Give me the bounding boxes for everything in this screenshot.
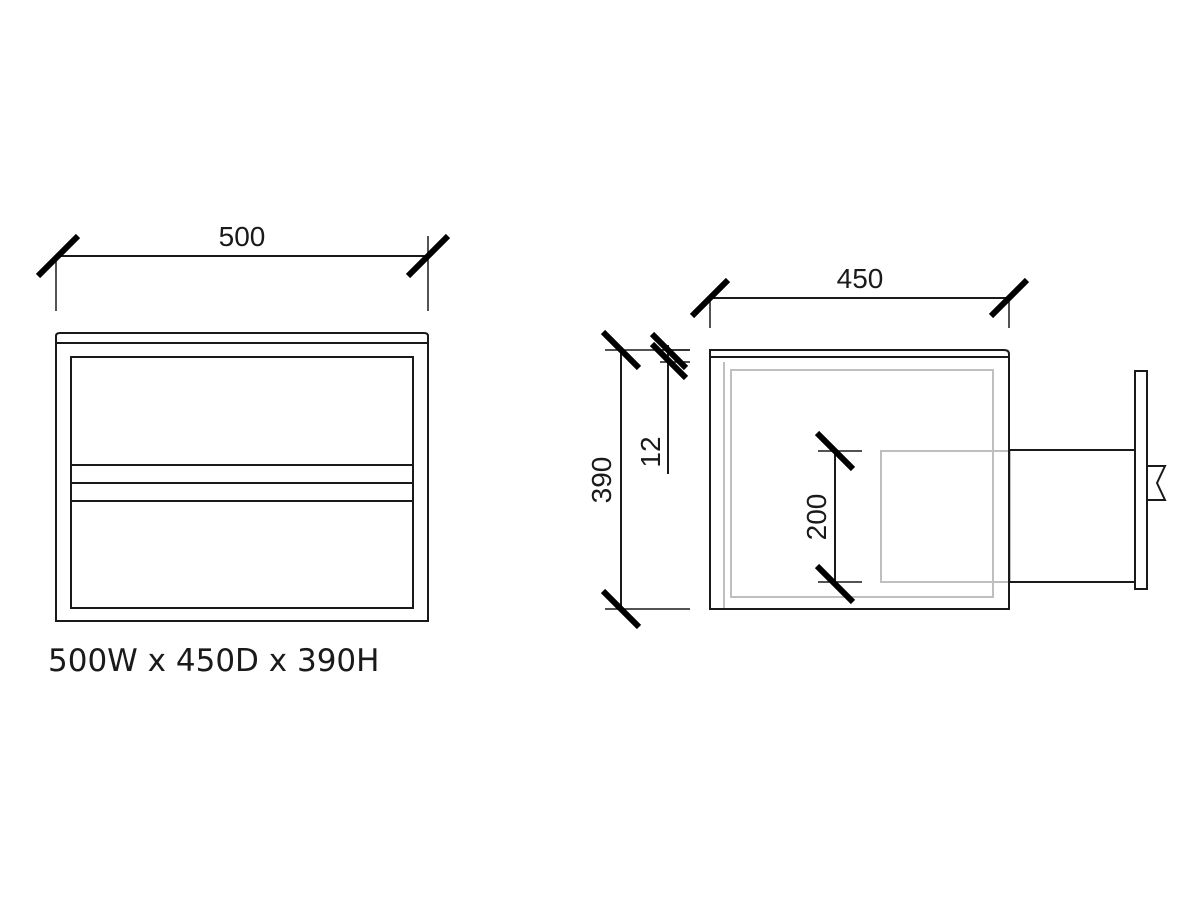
side-depth-dimension: 450 bbox=[689, 263, 1030, 328]
top-thickness-dimension: 12 bbox=[635, 331, 690, 474]
front-width-label: 500 bbox=[219, 221, 266, 252]
side-depth-tick-left bbox=[689, 277, 731, 319]
side-height-tick-bottom bbox=[600, 588, 642, 630]
side-drawer-front-panel bbox=[1134, 370, 1148, 590]
dimensions-caption: 500W x 450D x 390H bbox=[48, 643, 379, 679]
side-carcass bbox=[709, 356, 1010, 610]
side-depth-label: 450 bbox=[837, 263, 884, 294]
front-top-slab bbox=[55, 332, 429, 344]
side-handle-profile bbox=[1147, 465, 1167, 501]
side-hidden-drawer-box bbox=[880, 450, 1011, 583]
drawer-height-label: 200 bbox=[801, 494, 832, 541]
front-carcass bbox=[55, 342, 429, 622]
side-height-tick-top bbox=[600, 329, 642, 371]
front-width-tick-left bbox=[35, 233, 81, 279]
side-height-label: 390 bbox=[586, 457, 617, 504]
top-thickness-label: 12 bbox=[635, 436, 666, 467]
top-thickness-tick-top bbox=[649, 331, 689, 371]
drawer-height-tick-top bbox=[814, 430, 856, 472]
drawer-height-dimension: 200 bbox=[801, 430, 862, 605]
side-top-slab bbox=[709, 349, 1010, 358]
front-width-dimension: 500 bbox=[35, 221, 451, 311]
side-view bbox=[709, 349, 1167, 610]
front-width-tick-right bbox=[405, 233, 451, 279]
front-view bbox=[55, 332, 429, 622]
side-height-dimension: 390 bbox=[586, 329, 690, 630]
side-depth-tick-right bbox=[988, 277, 1030, 319]
top-thickness-tick-bottom bbox=[649, 341, 689, 381]
side-hidden-inner-box bbox=[730, 369, 994, 598]
drawer-height-tick-bottom bbox=[814, 563, 856, 605]
